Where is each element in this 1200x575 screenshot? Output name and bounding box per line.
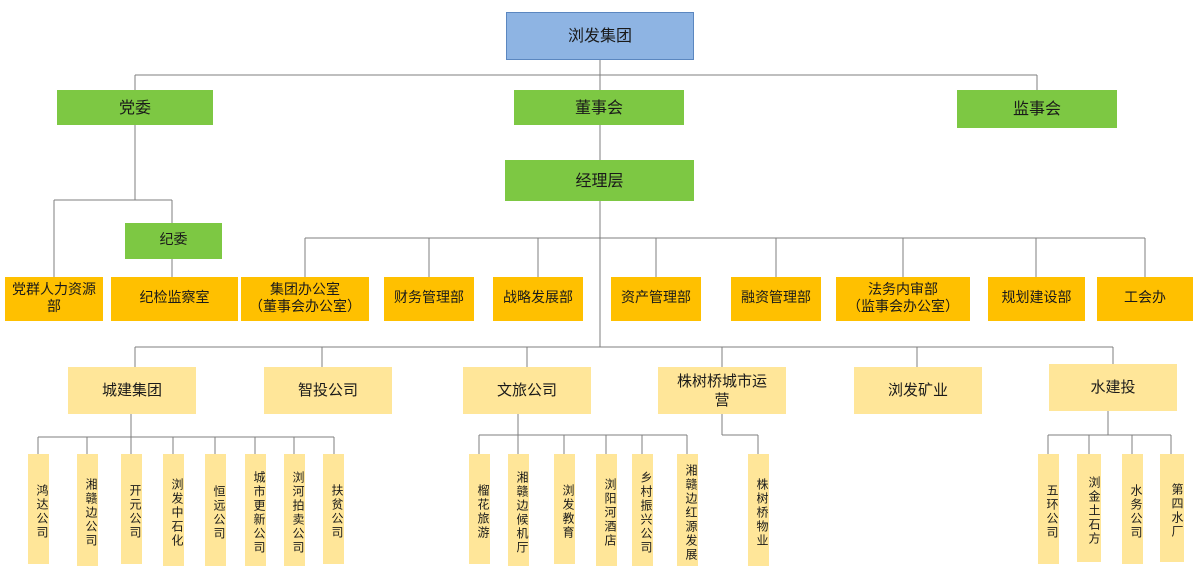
dept-jituan-bangongshi: 集团办公室 （董事会办公室） [241,277,369,321]
dept-caiwu: 财务管理部 [384,277,474,321]
leaf-houjiting: 湘赣边候机厅 [508,454,529,566]
node-dongshihui: 董事会 [514,90,684,125]
node-dangwei: 党委 [57,90,213,125]
sub-chengjian-label: 城建集团 [101,381,162,400]
leaf-wuye-label: 株树桥物业 [755,478,769,548]
leaf-wuye: 株树桥物业 [748,454,769,566]
leaf-tushifang-label: 浏金土石方 [1087,476,1101,546]
dept-fawu-label: 法务内审部 （监事会办公室） [847,281,959,316]
sub-zhitou-label: 智投公司 [297,381,358,400]
leaf-kaiyuan-label: 开元公司 [128,484,142,540]
leaf-zhongshihua-label: 浏发中石化 [170,478,184,548]
node-root-label: 浏发集团 [567,26,632,45]
leaf-liuhua: 榴花旅游 [469,454,490,564]
dept-zhanlue-label: 战略发展部 [503,290,573,307]
dept-zhanlue: 战略发展部 [493,277,583,321]
leaf-chengshigengxin: 城市更新公司 [245,454,266,566]
leaf-kaiyuan: 开元公司 [121,454,142,564]
dept-guihua-label: 规划建设部 [1001,290,1072,307]
sub-wenlv: 文旅公司 [463,367,591,414]
leaf-tushifang: 浏金土石方 [1077,454,1101,562]
dept-caiwu-label: 财务管理部 [394,290,464,307]
leaf-shuiwu: 水务公司 [1122,454,1143,564]
leaf-hongyuan: 湘赣边红源发展 [677,454,698,566]
node-dangwei-label: 党委 [118,97,151,117]
sub-chengjian: 城建集团 [68,367,196,414]
dept-jituan-bangongshi-label: 集团办公室 （董事会办公室） [249,281,361,316]
sub-liufa-kuangye-label: 浏发矿业 [887,381,948,400]
node-jingliceng: 经理层 [505,160,694,201]
leaf-liuhua-label: 榴花旅游 [476,484,490,540]
dept-guihua: 规划建设部 [988,277,1085,321]
node-jianshihui: 监事会 [957,90,1117,128]
leaf-shuiwu-label: 水务公司 [1129,484,1143,540]
node-jianshihui-label: 监事会 [1012,99,1061,118]
leaf-hengyuan-label: 恒远公司 [212,485,226,541]
sub-shuijiantou: 水建投 [1049,364,1177,411]
sub-zhushuqiao: 株树桥城市运营 [658,367,786,414]
sub-zhushuqiao-label: 株树桥城市运营 [676,371,767,409]
dept-zichan: 资产管理部 [611,277,701,321]
node-dongshihui-label: 董事会 [574,97,623,117]
leaf-wuhuan-label: 五环公司 [1045,484,1059,540]
sub-wenlv-label: 文旅公司 [496,381,557,400]
leaf-liuhepaimai: 浏河拍卖公司 [284,454,305,566]
sub-shuijiantou-label: 水建投 [1090,378,1136,397]
leaf-fupin: 扶贫公司 [323,454,344,564]
dept-rongzi-label: 融资管理部 [741,290,811,307]
leaf-chengshigengxin-label: 城市更新公司 [252,471,266,555]
leaf-jiudian-label: 浏阳河酒店 [603,478,617,548]
leaf-liuhepaimai-label: 浏河拍卖公司 [291,471,305,555]
dept-jijian-label: 纪检监察室 [139,290,210,307]
dept-zichan-label: 资产管理部 [621,290,691,307]
leaf-zhongshihua: 浏发中石化 [163,454,184,566]
leaf-disishuichang: 第四水厂 [1160,454,1184,562]
leaf-xiangganbian: 湘赣边公司 [77,454,98,566]
dept-rongzi: 融资管理部 [731,277,821,321]
leaf-hengyuan: 恒远公司 [205,454,226,566]
node-jiwei-label: 纪委 [159,232,188,249]
leaf-houjiting-label: 湘赣边候机厅 [515,471,529,555]
dept-dangqun: 党群人力资源部 [5,277,103,321]
dept-fawu: 法务内审部 （监事会办公室） [836,277,970,321]
node-jiwei: 纪委 [125,223,222,259]
leaf-fupin-label: 扶贫公司 [330,484,344,540]
leaf-xiangcun: 乡村振兴公司 [632,454,653,566]
dept-gonghui: 工会办 [1097,277,1193,321]
sub-liufa-kuangye: 浏发矿业 [854,367,982,414]
leaf-disishuichang-label: 第四水厂 [1170,483,1184,539]
leaf-xiangganbian-label: 湘赣边公司 [84,478,98,548]
leaf-wuhuan: 五环公司 [1038,454,1059,564]
dept-gonghui-label: 工会办 [1124,290,1166,307]
leaf-hongyuan-label: 湘赣边红源发展 [684,464,698,562]
leaf-jiaoyu-label: 浏发教育 [561,484,575,540]
sub-zhitou: 智投公司 [264,367,392,414]
leaf-jiudian: 浏阳河酒店 [596,454,617,566]
leaf-jiaoyu: 浏发教育 [554,454,575,564]
leaf-xiangcun-label: 乡村振兴公司 [639,471,653,555]
dept-jijian: 纪检监察室 [111,277,238,321]
leaf-hongda-label: 鸿达公司 [35,484,49,540]
node-jingliceng-label: 经理层 [575,170,624,190]
dept-dangqun-label: 党群人力资源部 [12,281,96,316]
node-root: 浏发集团 [506,12,694,60]
leaf-hongda: 鸿达公司 [28,454,49,564]
